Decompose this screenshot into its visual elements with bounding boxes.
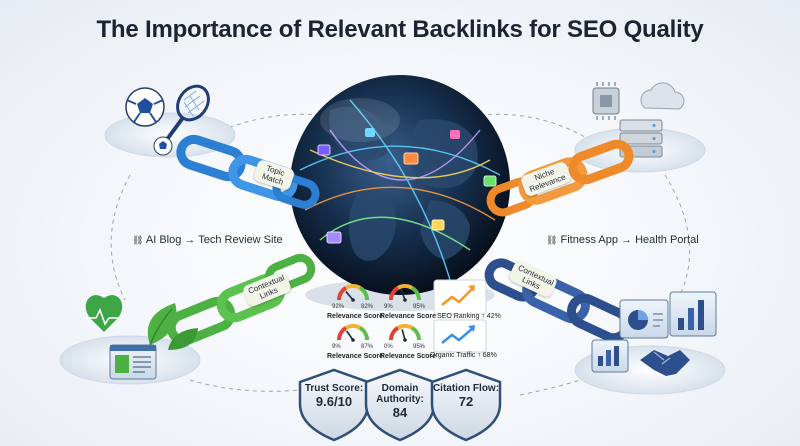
- gauge-4-high: 95%: [413, 344, 426, 350]
- gauge-3-label: Relevance Score: [327, 353, 384, 360]
- gauge-3: [337, 324, 369, 342]
- shield-trust-title: Trust Score:: [304, 383, 364, 394]
- trend-traffic-label: Organic Traffic ↑ 68%: [430, 352, 497, 359]
- shield-citation-title: Citation Flow:: [432, 383, 500, 394]
- gauge-3-segment: [345, 324, 361, 330]
- gauge-1-label: Relevance Score: [327, 313, 384, 320]
- soccer-ball-small-icon: [153, 136, 173, 156]
- side-label-left-text: AI Blog → Tech Review Site: [145, 234, 283, 246]
- gauge-2-low: 9%: [384, 304, 393, 310]
- cloud-icon: [640, 82, 685, 110]
- gauge-3-needle: [346, 330, 354, 341]
- gauge-group: [337, 284, 421, 342]
- leaf-icon: [147, 303, 198, 350]
- gauge-1-high: 82%: [361, 304, 374, 310]
- gauge-1-hub: [351, 298, 355, 302]
- connector-arcs: [110, 113, 691, 396]
- chain-contextual-right: [484, 258, 632, 343]
- link-icon: ⛓: [546, 235, 558, 245]
- gauge-4: [389, 324, 421, 342]
- chip-icon: [592, 82, 620, 120]
- link-icon: ⛓: [132, 235, 144, 245]
- side-label-right: ⛓ Fitness App → Health Portal: [546, 234, 699, 246]
- shield-domain-text: Domain Authority: 84: [365, 383, 435, 421]
- shield-domain-title: Domain Authority:: [376, 383, 424, 405]
- soccer-ball-icon: [125, 87, 165, 127]
- gauge-2-high: 95%: [413, 304, 426, 310]
- side-label-right-text: Fitness App → Health Portal: [560, 234, 699, 246]
- gauge-2-segment: [397, 284, 413, 290]
- trend-card-traffic: [433, 319, 487, 353]
- gauge-1-segment: [358, 286, 369, 301]
- gauge-3-segment: [358, 326, 369, 341]
- trend-seo-label: SEO Ranking ↑ 42%: [437, 313, 501, 320]
- gauge-4-segment: [410, 326, 421, 341]
- arc-top-right: [479, 113, 591, 141]
- gauge-2-label: Relevance Score: [380, 313, 437, 320]
- gauge-4-needle: [401, 329, 406, 341]
- gauge-4-segment: [389, 326, 400, 341]
- page-title: The Importance of Relevant Backlinks for…: [96, 16, 704, 43]
- gauge-2: [389, 284, 421, 302]
- gauge-3-high: 87%: [361, 344, 374, 350]
- arc-bottom-right: [519, 369, 611, 396]
- shield-citation-text: Citation Flow: 72: [431, 383, 501, 410]
- gauge-3-hub: [351, 338, 355, 342]
- arc-bottom-left: [189, 379, 301, 392]
- shield-trust-value: 9.6/10: [315, 394, 353, 409]
- gauge-1-segment: [337, 286, 348, 301]
- dashboard-icon: [109, 344, 157, 380]
- pie-chart-icon: [619, 299, 669, 339]
- gauge-2-segment: [410, 286, 421, 301]
- gauge-3-segment: [337, 326, 348, 341]
- shield-domain-value: 84: [392, 405, 408, 420]
- tennis-racket-icon: [166, 84, 210, 140]
- gauge-4-hub: [403, 338, 407, 342]
- gauge-2-needle: [400, 289, 406, 301]
- gauge-1-segment: [345, 284, 361, 290]
- gauge-4-low: 0%: [384, 344, 393, 350]
- gauge-1-needle: [345, 291, 354, 301]
- gauge-4-segment: [397, 324, 413, 330]
- gauge-1: [337, 284, 369, 302]
- heartbeat-icon: [85, 295, 123, 332]
- handshake-icon: [640, 350, 690, 376]
- bar-chart-icon: [669, 291, 717, 337]
- gauge-2-segment: [389, 286, 400, 301]
- server-icon: [619, 119, 663, 158]
- globe: [290, 75, 510, 311]
- gauge-4-label: Relevance Score: [380, 353, 437, 360]
- bar-chart-small-icon: [591, 339, 629, 373]
- arc-left: [110, 174, 131, 301]
- gauge-1-low: 92%: [332, 304, 345, 310]
- shield-citation-value: 72: [458, 394, 474, 409]
- gauge-2-hub: [403, 298, 407, 302]
- shield-citation: [430, 368, 502, 442]
- arc-right: [664, 174, 691, 296]
- globe-nodes: [317, 128, 497, 244]
- gauge-3-low: 9%: [332, 344, 341, 350]
- side-label-left: ⛓ AI Blog → Tech Review Site: [132, 234, 283, 246]
- shield-trust-text: Trust Score: 9.6/10: [299, 383, 369, 410]
- trend-card-seo: [433, 279, 487, 315]
